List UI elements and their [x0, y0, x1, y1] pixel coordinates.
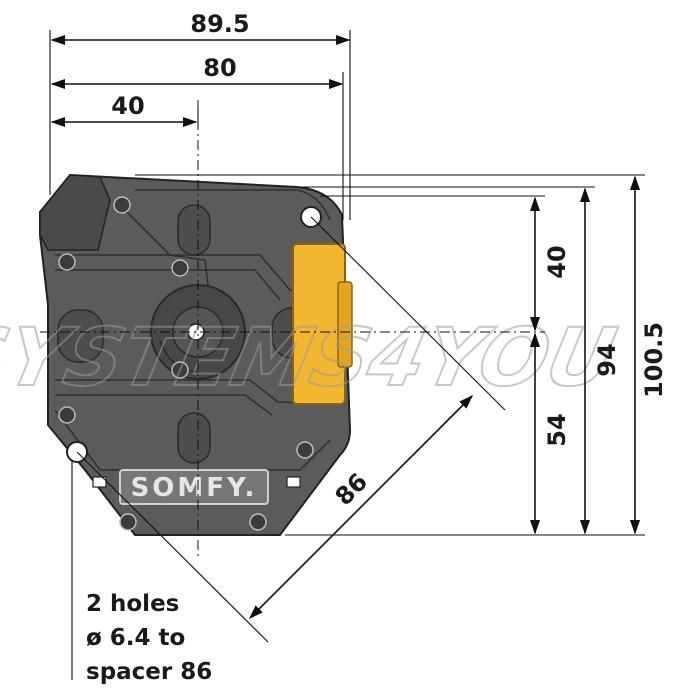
somfy-logo: SOMFY.: [119, 469, 269, 505]
holes-note: 2 holes ø 6.4 to spacer 86: [86, 591, 212, 685]
dim-width-half: 40: [111, 92, 144, 120]
somfy-logo-text: SOMFY.: [131, 473, 258, 503]
extension-lines: [49, 30, 645, 643]
dim-diagonal: 86: [330, 468, 373, 511]
note-line-1: 2 holes: [86, 591, 179, 617]
dim-width-outer: 89.5: [190, 10, 249, 38]
dim-height-mid: 94: [593, 343, 621, 376]
dim-height-lower: 54: [543, 413, 571, 446]
watermark: SYSTEMS4YOU: [0, 312, 623, 405]
center-lines: [40, 100, 545, 560]
dim-height-upper: 40: [543, 245, 571, 278]
motor-head-body: [39, 173, 352, 536]
dimension-lines: [50, 34, 641, 620]
dim-height-total: 100.5: [640, 322, 668, 398]
yellow-limit-switch: [292, 243, 353, 405]
dim-width-mid: 80: [203, 54, 236, 82]
note-line-3: spacer 86: [86, 659, 212, 685]
note-line-2: ø 6.4 to: [86, 625, 185, 651]
